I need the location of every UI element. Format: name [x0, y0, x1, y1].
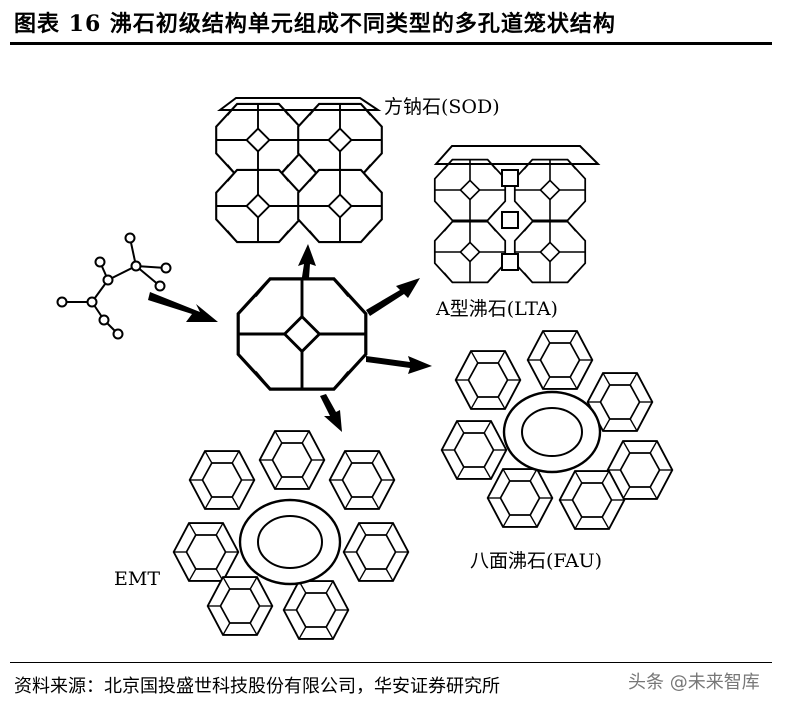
title-divider [10, 42, 772, 45]
label-fau: 八面沸石(FAU) [470, 550, 603, 572]
watermark: 头条 @未来智库 [628, 672, 760, 693]
arrow-to-lta [366, 278, 420, 316]
label-emt: EMT [114, 568, 160, 590]
label-lta: A型沸石(LTA) [436, 298, 558, 320]
arrow-to-cage [148, 292, 218, 322]
primary-unit-molecule [56, 232, 172, 340]
sodalite-cage [236, 277, 368, 391]
arrow-to-fau [366, 356, 432, 374]
arrow-to-emt [320, 394, 342, 432]
label-sod: 方钠石(SOD) [384, 96, 500, 118]
figure-title: 图表 16 沸石初级结构单元组成不同类型的多孔道笼状结构 [14, 11, 616, 37]
fau-structure [440, 330, 674, 530]
sod-structure [215, 97, 383, 244]
footer-divider [10, 662, 772, 663]
lta-structure [433, 145, 601, 284]
source-note: 资料来源：北京国投盛世科技股份有限公司，华安证券研究所 [14, 676, 500, 697]
emt-structure [172, 430, 410, 640]
arrows [148, 244, 432, 432]
